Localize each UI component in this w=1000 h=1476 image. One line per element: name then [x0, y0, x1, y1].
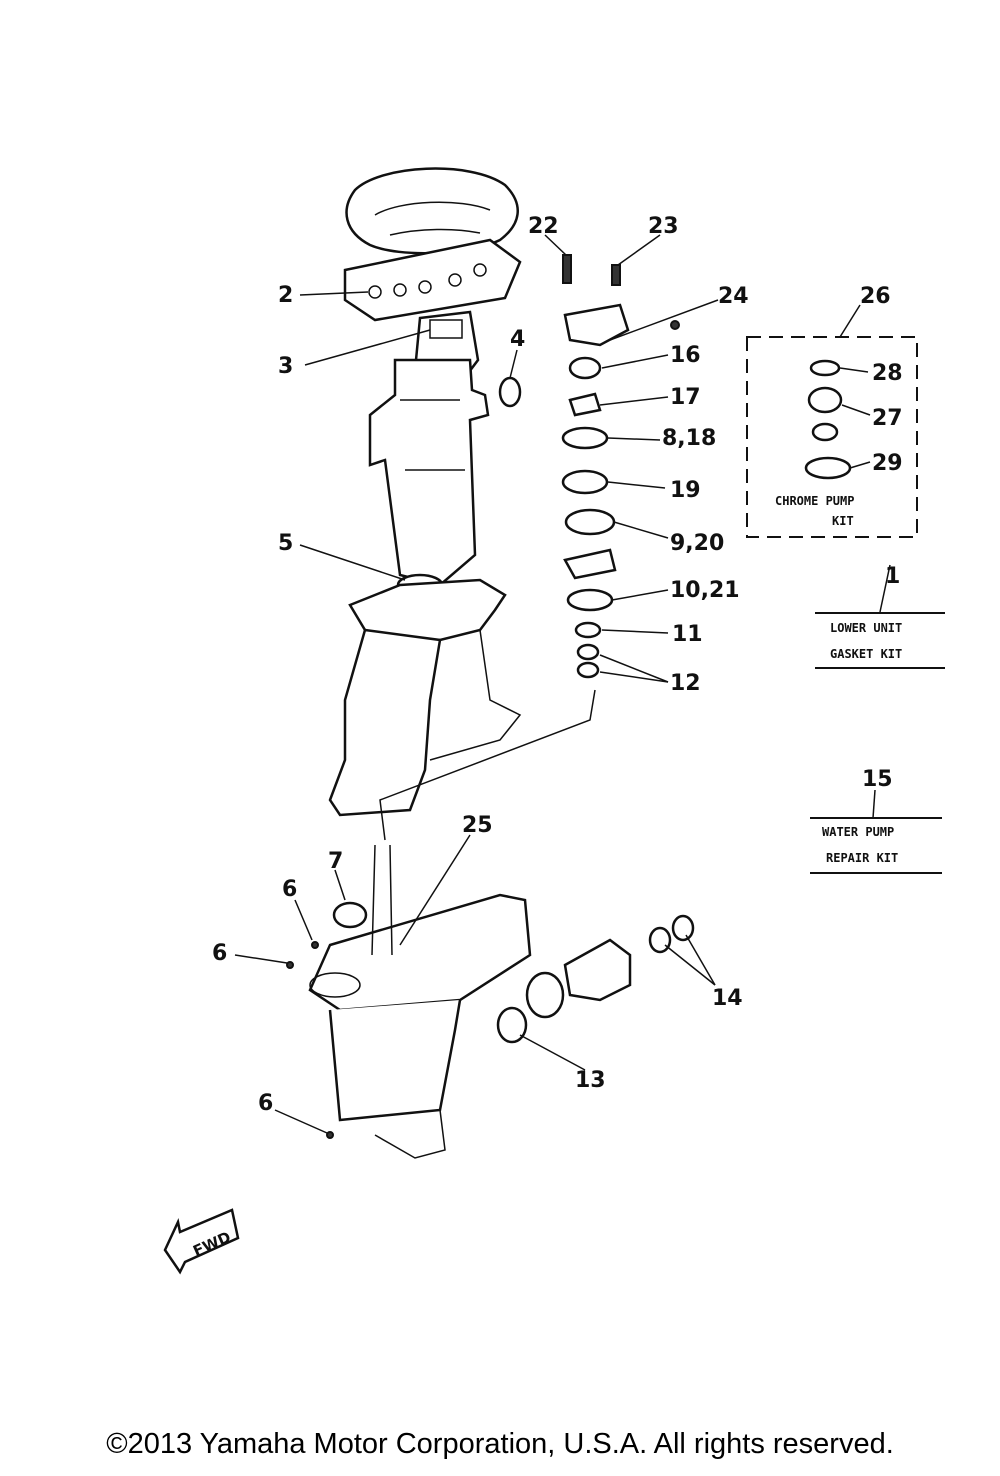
chrome-pump-kit-line1: CHROME PUMP — [775, 494, 854, 508]
water-pump-kit-line2: REPAIR KIT — [826, 851, 898, 865]
water-pump-drawing — [561, 254, 680, 679]
callout-6-left: 6 — [212, 941, 227, 966]
chrome-pump-kit-line2: KIT — [832, 514, 854, 528]
copyright-notice: ©2013 Yamaha Motor Corporation, U.S.A. A… — [106, 1428, 894, 1460]
callout-2: 2 — [278, 283, 293, 308]
callout-26: 26 — [860, 284, 891, 309]
upper-casing-drawing — [286, 167, 695, 1159]
callout-5: 5 — [278, 531, 293, 556]
chrome-pump-kit-box — [746, 336, 918, 538]
callout-11: 11 — [672, 622, 703, 647]
callout-15: 15 — [862, 767, 893, 792]
callout-12: 12 — [670, 671, 701, 696]
callout-10-21: 10,21 — [670, 578, 740, 603]
callout-23: 23 — [648, 214, 679, 239]
callout-22: 22 — [528, 214, 559, 239]
callout-numbers: 1 2 3 4 5 6 6 6 7 8,18 9,20 10,21 11 12 … — [212, 214, 903, 1116]
callout-28: 28 — [872, 361, 903, 386]
callout-4: 4 — [510, 327, 525, 352]
lower-unit-kit-line2: GASKET KIT — [830, 647, 902, 661]
callout-14: 14 — [712, 986, 743, 1011]
callout-1: 1 — [885, 564, 900, 589]
callout-19: 19 — [670, 478, 701, 503]
leader-lines — [234, 234, 891, 1134]
callout-6-lower: 6 — [258, 1091, 273, 1116]
callout-16: 16 — [670, 343, 701, 368]
callout-29: 29 — [872, 451, 903, 476]
callout-24: 24 — [718, 284, 749, 309]
callout-25: 25 — [462, 813, 493, 838]
callout-17: 17 — [670, 385, 701, 410]
callout-6-upper: 6 — [282, 877, 297, 902]
callout-3: 3 — [278, 354, 293, 379]
fwd-arrow: FWD — [163, 1208, 240, 1275]
water-pump-repair-kit: WATER PUMP REPAIR KIT — [810, 817, 942, 874]
water-pump-kit-line1: WATER PUMP — [822, 825, 894, 839]
callout-9-20: 9,20 — [670, 531, 724, 556]
callout-8-18: 8,18 — [662, 426, 716, 451]
lower-unit-gasket-kit: LOWER UNIT GASKET KIT — [815, 612, 945, 669]
callout-7: 7 — [328, 849, 343, 874]
callout-13: 13 — [575, 1068, 606, 1093]
callout-27: 27 — [872, 406, 903, 431]
lower-unit-kit-line1: LOWER UNIT — [830, 621, 902, 635]
